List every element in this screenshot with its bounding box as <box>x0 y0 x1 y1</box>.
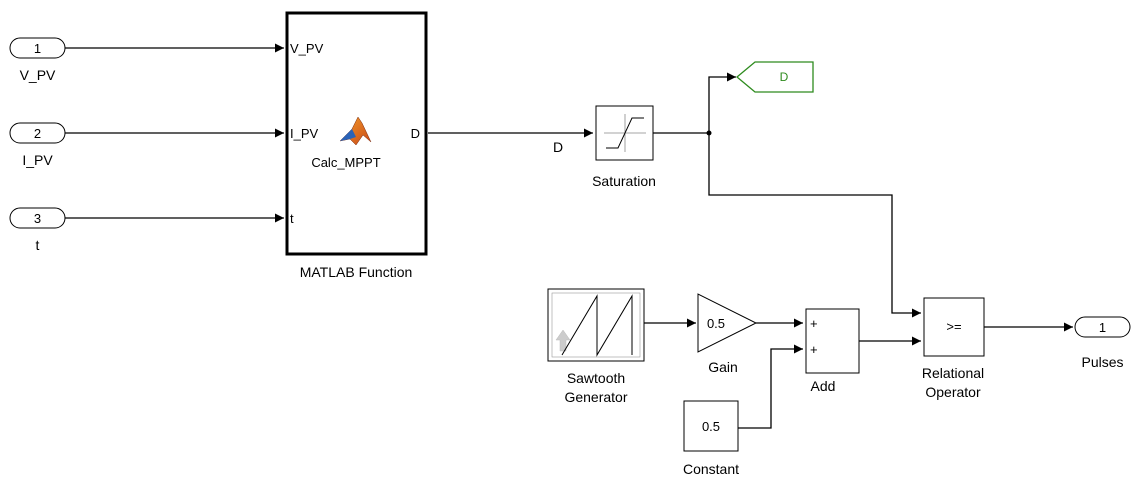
gain-label: Gain <box>708 359 738 375</box>
wire-d-to-relational[interactable] <box>708 133 921 318</box>
sawtooth-wave-icon <box>555 294 633 357</box>
wire-constant-to-add[interactable] <box>738 344 803 429</box>
constant-frame[interactable] <box>683 400 739 452</box>
inport-2-number: 2 <box>34 126 41 141</box>
inport-3[interactable]: 3 t <box>9 207 66 253</box>
saturation-block[interactable]: Saturation <box>592 105 656 189</box>
outport-number: 1 <box>1099 320 1106 335</box>
matlab-logo-icon <box>339 116 372 146</box>
mf-input-t: t <box>290 211 294 226</box>
inport-3-label: t <box>36 237 40 253</box>
add-sign-1: + <box>810 316 818 331</box>
outport-shape[interactable] <box>1074 316 1131 338</box>
matlab-function-block[interactable]: V_PV I_PV t D Calc_MPPT MATLAB Function <box>285 11 428 280</box>
add-block[interactable]: + + Add <box>805 308 860 394</box>
relational-operator-label-line1: Relational <box>922 365 984 381</box>
outport-label: Pulses <box>1081 354 1123 370</box>
gain-value: 0.5 <box>707 316 725 331</box>
inport-1-number: 1 <box>34 41 41 56</box>
relational-operator-block[interactable]: >= Relational Operator <box>922 297 985 400</box>
mf-block-name: MATLAB Function <box>300 264 413 280</box>
sawtooth-label-line1: Sawtooth <box>567 370 625 386</box>
relational-operator-symbol: >= <box>946 319 961 334</box>
goto-tag-text: D <box>780 70 789 84</box>
goto-tag-block[interactable]: D <box>735 61 814 93</box>
saturation-curve-icon <box>604 114 646 152</box>
inport-1[interactable]: 1 V_PV <box>9 37 66 83</box>
add-label: Add <box>811 378 836 394</box>
mf-function-name: Calc_MPPT <box>311 155 380 170</box>
sawtooth-generator-block[interactable]: Sawtooth Generator <box>547 288 645 405</box>
saturation-label: Saturation <box>592 173 656 189</box>
mf-input-vpv: V_PV <box>290 41 324 56</box>
inport-1-label: V_PV <box>20 67 56 83</box>
inport-2-label: I_PV <box>22 152 53 168</box>
sawtooth-label-line2: Generator <box>564 389 627 405</box>
gain-block[interactable]: 0.5 Gain <box>697 293 758 375</box>
inport-2[interactable]: 2 I_PV <box>9 122 66 168</box>
gain-triangle[interactable] <box>697 293 758 353</box>
signal-label-d: D <box>553 139 563 155</box>
mf-input-ipv: I_PV <box>290 126 319 141</box>
relational-operator-frame[interactable] <box>923 297 985 357</box>
mf-output-d: D <box>411 126 420 141</box>
wire-to-goto[interactable] <box>653 72 736 134</box>
constant-label: Constant <box>683 461 739 477</box>
inport-3-number: 3 <box>34 211 41 226</box>
relational-operator-label-line2: Operator <box>925 384 981 400</box>
add-sign-2: + <box>810 342 818 357</box>
branch-point <box>706 130 712 136</box>
constant-value: 0.5 <box>702 419 720 434</box>
outport-pulses[interactable]: 1 Pulses <box>1074 316 1131 370</box>
constant-block[interactable]: 0.5 Constant <box>683 400 739 477</box>
goto-tag-shape[interactable] <box>735 61 814 93</box>
